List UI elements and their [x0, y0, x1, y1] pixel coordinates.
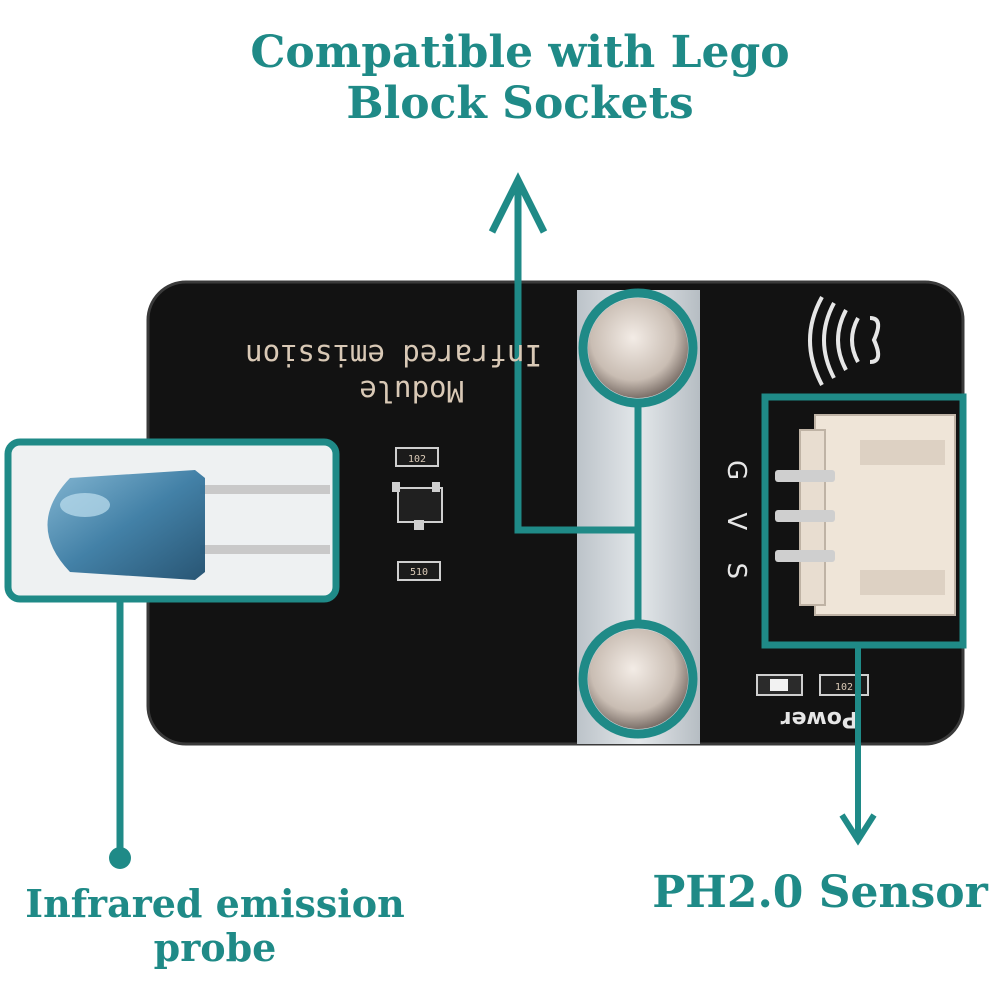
ph2-connector-slot-top [860, 440, 945, 465]
pin-labels: G V S [721, 460, 751, 591]
transistor-pin-3 [414, 520, 424, 530]
lego-callout-line-2: Block Sockets [346, 77, 694, 129]
pcb-board [148, 282, 963, 744]
ir-led-body [47, 470, 205, 580]
transistor-pin-1 [392, 482, 400, 492]
resistor-2-value: 510 [410, 567, 428, 578]
resistor-1-value: 102 [408, 454, 426, 465]
transistor-pin-2 [432, 482, 440, 492]
lego-hole-bottom [588, 629, 688, 729]
led-leg-2 [200, 545, 330, 554]
connector-pin-2 [775, 510, 835, 522]
resistor-2 [397, 561, 441, 581]
resistor-3-value: 102 [835, 682, 853, 693]
sensor-callout: PH2.0 Sensor [652, 867, 988, 918]
lego-callout-arrow-head [488, 172, 548, 234]
lego-hole-top [588, 298, 688, 398]
ph2-connector-slot-bottom [860, 570, 945, 595]
probe-callout-line-2: probe [153, 924, 277, 970]
led-leg-1 [200, 485, 330, 494]
silkscreen-title: Infrared emission Module [245, 338, 542, 408]
ir-led-highlight [60, 493, 110, 517]
power-label-text: Power [781, 706, 858, 731]
silk-title-line-1: Infrared emission [245, 338, 542, 372]
connector-highlight-box [761, 393, 967, 649]
transistor [397, 487, 443, 523]
resistor-1 [395, 447, 439, 467]
power-led-lens [770, 679, 788, 691]
pin-labels-text: G V S [721, 460, 751, 591]
lego-callout-line-1: Compatible with Lego [250, 27, 790, 78]
probe-callout-dot [109, 847, 131, 869]
lego-socket-callout: Compatible with Lego Block Sockets [170, 27, 870, 129]
sensor-callout-arrow-head [839, 813, 877, 846]
lego-callout-arrow-line [514, 185, 642, 534]
connector-pin-3 [775, 550, 835, 562]
silk-title-line-2: Module [359, 374, 464, 408]
connector-pin-1 [775, 470, 835, 482]
probe-callout: Infrared emission probe [5, 882, 425, 969]
wireless-signal-icon [808, 296, 881, 386]
probe-callout-line-1: Infrared emission [25, 881, 405, 926]
power-label: Power [781, 706, 858, 731]
